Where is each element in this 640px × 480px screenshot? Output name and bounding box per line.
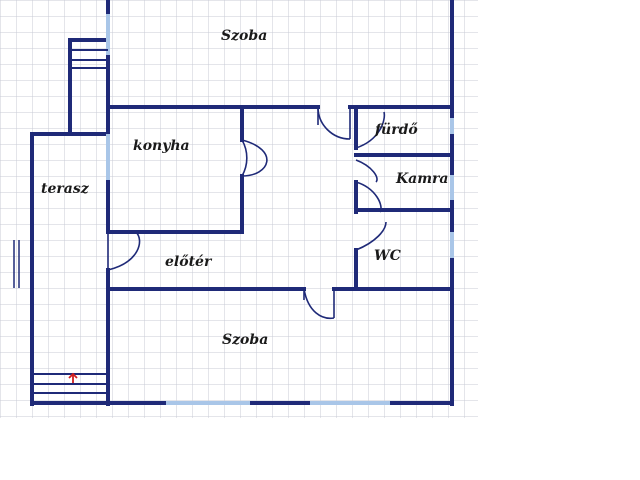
- room-label-szoba-bottom: Szoba: [222, 332, 268, 348]
- walls: [30, 0, 454, 406]
- room-label-terasz: terasz: [41, 181, 90, 197]
- entrance-arrow-icon: [68, 372, 78, 383]
- room-label-wc: WC: [374, 248, 401, 264]
- room-label-eloter: előtér: [165, 254, 213, 270]
- railing-marks: [13, 240, 20, 288]
- room-label-szoba-top: Szoba: [221, 28, 267, 44]
- room-label-furdo: fürdő: [374, 122, 418, 138]
- windows: [106, 14, 454, 405]
- room-label-kamra: Kamra: [395, 171, 449, 187]
- room-label-konyha: konyha: [133, 138, 190, 154]
- stairs-icon: [32, 49, 108, 394]
- doors: [107, 106, 387, 320]
